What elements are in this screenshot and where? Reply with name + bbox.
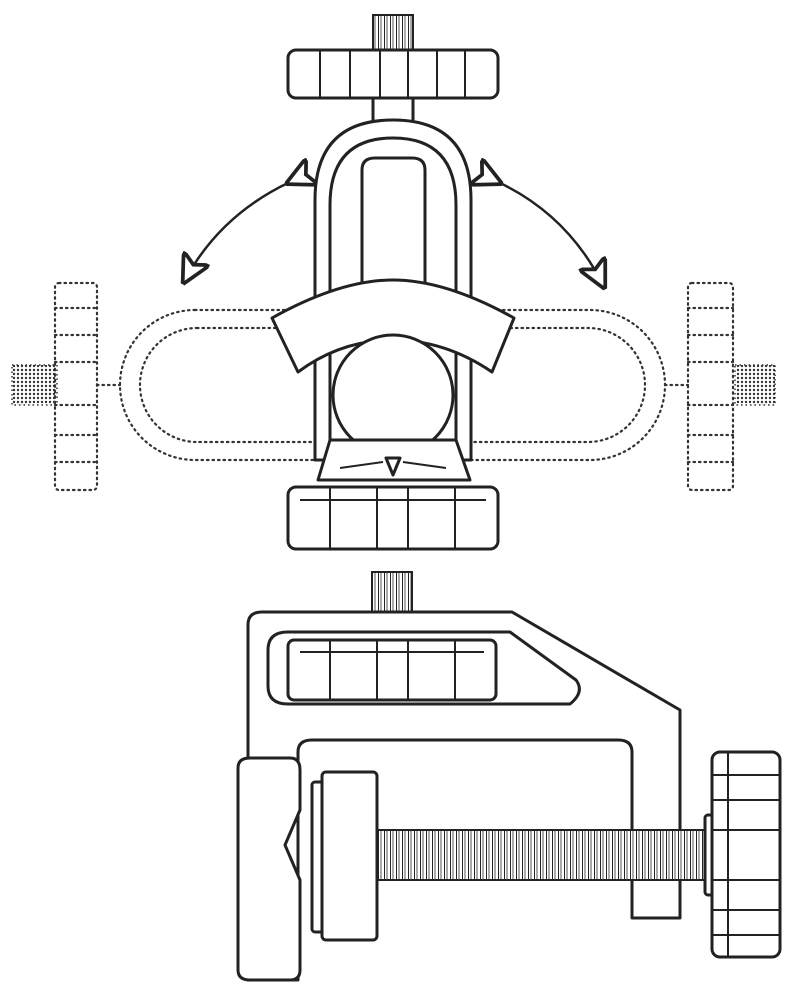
ball-joint-head xyxy=(270,96,516,482)
top-thread-stud xyxy=(372,14,414,52)
clamp-screw-knob xyxy=(703,750,782,959)
left-rotation-arrow xyxy=(185,182,290,280)
clamp-fixed-jaw xyxy=(236,756,302,982)
top-thumb-nut xyxy=(286,48,500,100)
clamp-screw xyxy=(376,829,713,881)
clamp-jaw-pad xyxy=(310,770,379,942)
bottom-lock-nut xyxy=(286,485,500,551)
dotted-rotated-position-right xyxy=(663,281,776,492)
clamp-slot-nut xyxy=(286,638,498,702)
clamp-thread-stud xyxy=(371,571,413,615)
dotted-rotated-position-left xyxy=(11,281,122,492)
right-rotation-arrow xyxy=(498,182,603,285)
